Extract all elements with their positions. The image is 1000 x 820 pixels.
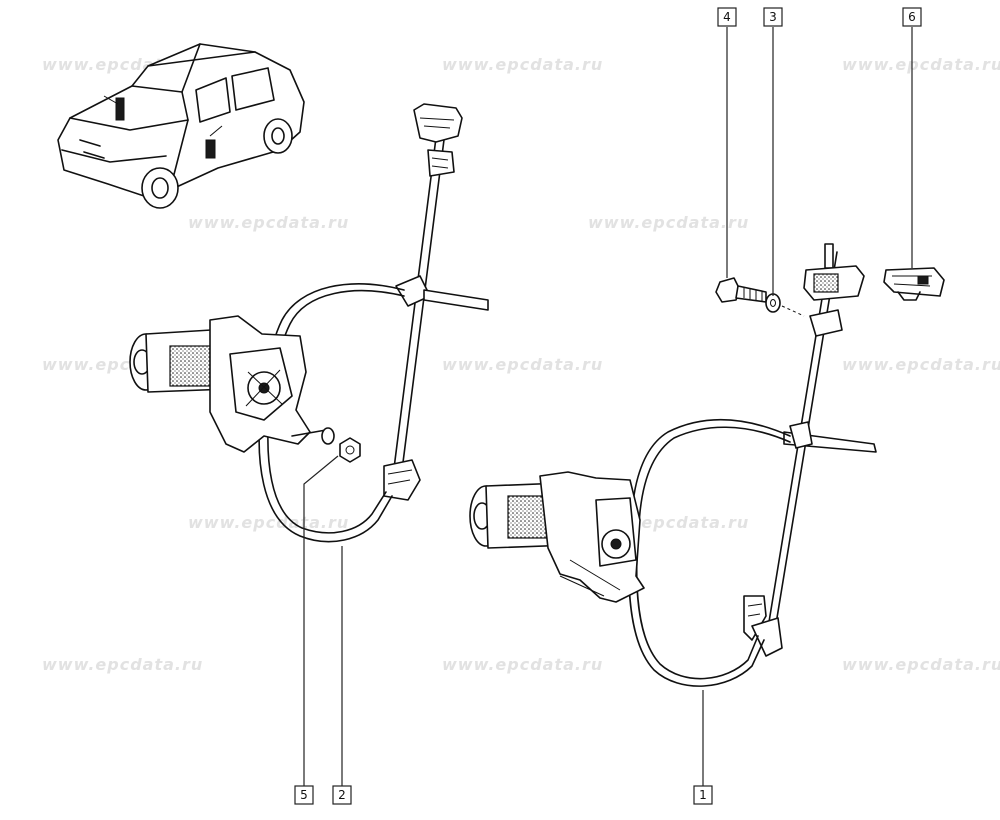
- watermark-text: www.epcdata.ru: [588, 213, 749, 232]
- callout-number: 1: [699, 788, 707, 802]
- right-motor: [469, 471, 645, 603]
- callout-number: 4: [723, 10, 731, 24]
- watermark-layer: www.epcdata.ru www.epcdata.ru www.epcdat…: [42, 55, 1000, 674]
- callout-2: 2: [332, 785, 352, 805]
- car-illustration: [57, 43, 305, 209]
- left-nut: [339, 437, 361, 463]
- callout-1: 1: [693, 785, 713, 805]
- watermark-text: www.epcdata.ru: [188, 513, 349, 532]
- leader-lines: [303, 27, 913, 786]
- callout-number: 5: [300, 788, 308, 802]
- washer: [765, 293, 805, 317]
- left-motor: [129, 315, 335, 453]
- watermark-text: www.epcdata.ru: [842, 55, 1000, 74]
- watermark-text: www.epcdata.ru: [42, 655, 203, 674]
- callout-number: 6: [908, 10, 916, 24]
- bolt: [715, 277, 767, 303]
- callout-4: 4: [717, 7, 737, 27]
- watermark-text: www.epcdata.ru: [442, 55, 603, 74]
- watermark-text: www.epcdata.ru: [842, 655, 1000, 674]
- watermark-text: www.epcdata.ru: [188, 213, 349, 232]
- left-regulator-rail: [383, 103, 489, 501]
- watermark-text: www.epcdata.ru: [842, 355, 1000, 374]
- clip: [883, 267, 945, 301]
- right-regulator-rail: [743, 243, 877, 657]
- callout-5: 5: [294, 785, 314, 805]
- callout-6: 6: [902, 7, 922, 27]
- watermark-text: www.epcdata.ru: [442, 655, 603, 674]
- watermark-text: www.epcdata.ru: [442, 355, 603, 374]
- callout-number: 3: [769, 10, 777, 24]
- callout-number: 2: [338, 788, 346, 802]
- callout-3: 3: [763, 7, 783, 27]
